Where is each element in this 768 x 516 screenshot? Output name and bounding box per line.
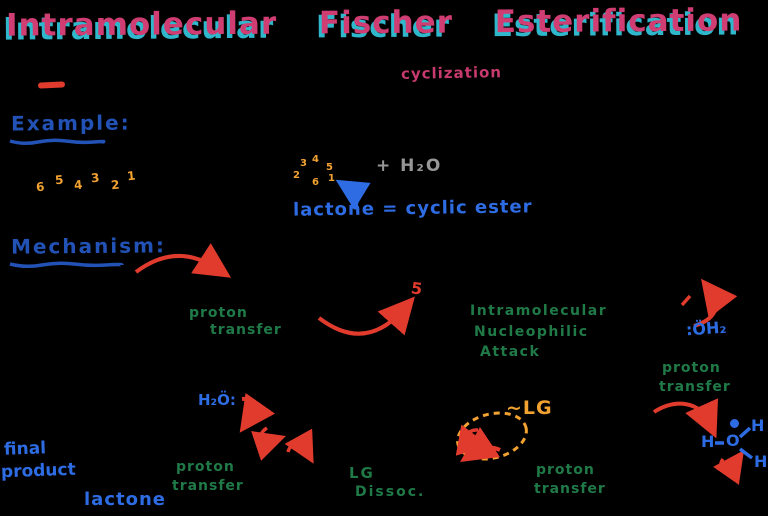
- bond-o-h-bottom: [738, 447, 754, 460]
- chain-number: 3: [90, 170, 101, 186]
- proton-transfer-label-3: transfer: [172, 478, 244, 494]
- ring-number: 6: [312, 177, 319, 188]
- page-title: Intramolecular Fischer Esterification: [5, 2, 743, 44]
- curl-arrow-under-oxygen: [713, 450, 745, 485]
- mechanism-heading: Mechanism:: [10, 233, 167, 259]
- chain-number: 1: [126, 168, 137, 184]
- example-heading: Example:: [10, 110, 131, 136]
- proton-transfer-label-3: proton: [176, 459, 235, 475]
- lg-dissociation-label: Dissoc.: [355, 484, 426, 500]
- bond-tick-mark: [680, 294, 692, 307]
- mechanism-underline: [9, 261, 124, 269]
- chain-number: 6: [35, 179, 46, 195]
- small-curl-arrow-2: [284, 428, 314, 464]
- lactone-product-label: lactone: [84, 489, 166, 510]
- curved-arrow-step2: [317, 296, 415, 336]
- curl-arrow-in-ellipse: [455, 424, 490, 456]
- proton-transfer-label-2: proton: [662, 360, 721, 376]
- swoosh-arrow-in-ellipse: [460, 427, 501, 462]
- curved-arrow-to-hydronium: [652, 398, 719, 439]
- proton-transfer-label-1: proton: [189, 305, 248, 321]
- ring-size-label: 5: [409, 278, 424, 299]
- ring-number: 1: [328, 173, 335, 184]
- final-product-label: final: [3, 438, 47, 460]
- proton-transfer-label-4: transfer: [534, 481, 606, 497]
- proton-transfer-label-1: transfer: [210, 322, 282, 338]
- curved-arrow-step1: [134, 243, 232, 278]
- ring-number: 2: [293, 170, 300, 181]
- lg-dissociation-label: LG: [349, 464, 375, 482]
- ring-number: 4: [312, 154, 319, 165]
- lactone-definition: lactone = cyclic ester: [292, 196, 533, 221]
- water-nucleophile-label: H₂Ö:: [198, 391, 236, 409]
- small-curl-arrow-1: [251, 426, 286, 461]
- attack-label: Nucleophilic: [474, 324, 589, 340]
- hydronium-oxygen: O: [726, 431, 740, 450]
- leaving-group-label: ~LG: [506, 397, 553, 419]
- lone-pair-dot: [730, 419, 739, 428]
- bond-o-h-top: [738, 426, 752, 439]
- hydronium-h-bottom: H: [754, 452, 768, 471]
- plus-water-label: + H₂O: [376, 156, 443, 176]
- attack-label: Attack: [480, 344, 541, 360]
- attack-label: Intramolecular: [470, 303, 608, 319]
- ring-number: 3: [300, 158, 307, 169]
- ring-number: 5: [326, 162, 333, 173]
- hydronium-h-top: H: [751, 416, 765, 435]
- chain-number: 5: [54, 172, 65, 188]
- cyclization-label: cyclization: [400, 63, 503, 83]
- example-underline: [9, 138, 106, 146]
- proton-transfer-label-4: proton: [536, 462, 595, 478]
- chain-number: 4: [73, 177, 84, 193]
- red-dash-mark: [37, 81, 66, 89]
- curved-arrow-water-attack: [239, 392, 276, 433]
- hydronium-h-left: H: [701, 432, 715, 451]
- leaving-water-label: :ÖH₂: [685, 317, 727, 340]
- final-product-label: product: [0, 459, 77, 483]
- chain-number: 2: [110, 177, 121, 193]
- proton-transfer-label-2: transfer: [659, 379, 731, 395]
